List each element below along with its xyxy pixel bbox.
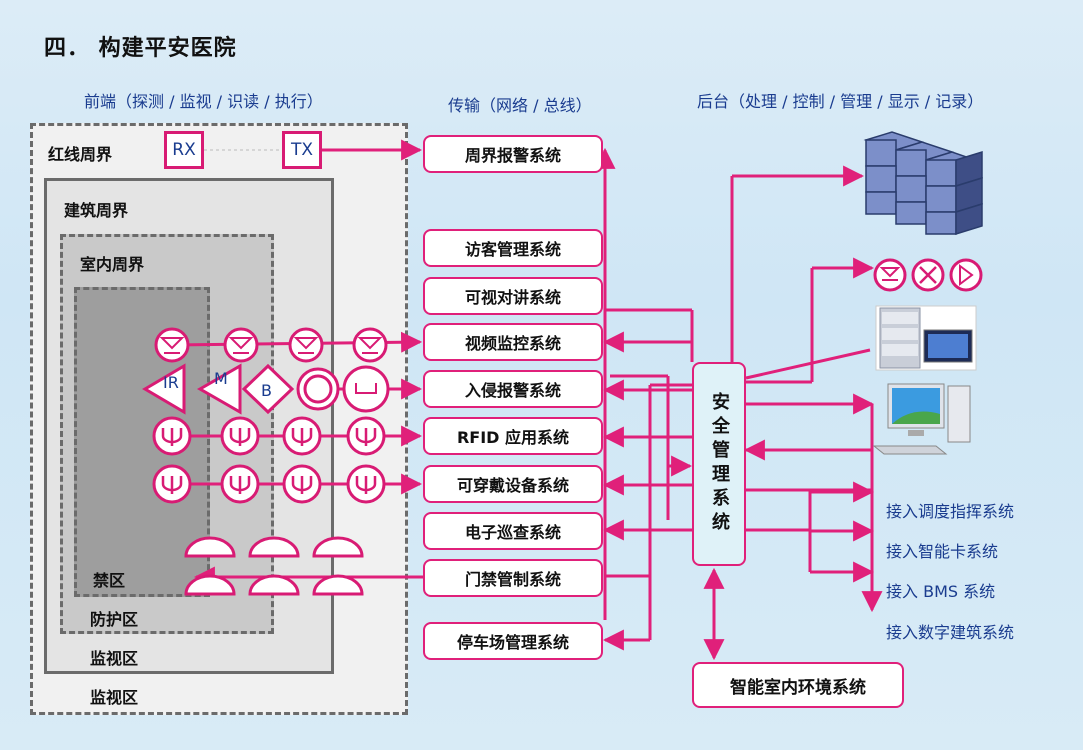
camera-icon <box>223 327 259 363</box>
ir-sensor-icon <box>142 363 186 415</box>
access-bms: 接入 BMS 系统 <box>886 582 996 601</box>
rx-sensor: RX <box>164 131 204 169</box>
system-visitor-management: 访客管理系统 <box>423 229 603 267</box>
zone-label-indoor: 室内周界 <box>80 255 145 274</box>
header-backend: 后台（处理 / 控制 / 管理 / 显示 / 记录） <box>697 92 984 111</box>
stop-icon <box>911 258 945 292</box>
camera-icon <box>352 327 388 363</box>
rfid-readers <box>152 416 386 504</box>
server-icon <box>875 305 977 371</box>
camera-icon <box>154 327 190 363</box>
intrusion-sensors <box>142 363 390 415</box>
zone-label-monitor-inner: 监视区 <box>90 649 139 668</box>
access-digital-building: 接入数字建筑系统 <box>886 623 1015 642</box>
b-label: B <box>261 381 272 400</box>
b-sensor-icon <box>241 363 295 415</box>
system-patrol: 电子巡查系统 <box>423 512 603 550</box>
header-front: 前端（探测 / 监视 / 识读 / 执行） <box>84 92 323 111</box>
system-perimeter-alarm: 周界报警系统 <box>423 135 603 173</box>
m-sensor-icon <box>196 363 242 415</box>
smart-indoor-environment-system: 智能室内环境系统 <box>692 662 904 708</box>
record-icon <box>873 258 907 292</box>
header-transport: 传输（网络 / 总线） <box>448 96 592 115</box>
system-parking: 停车场管理系统 <box>423 622 603 660</box>
workstation-icon <box>872 383 971 455</box>
system-wearable: 可穿戴设备系统 <box>423 465 603 503</box>
zone-label-protection: 防护区 <box>90 610 139 629</box>
play-icon <box>949 258 983 292</box>
zone-label-monitor-outer: 监视区 <box>90 688 139 707</box>
zone-label-red-line: 红线周界 <box>48 145 113 164</box>
zone-label-building: 建筑周界 <box>64 201 129 220</box>
security-management-system: 安全管理系统 <box>692 362 746 566</box>
access-smart-card: 接入智能卡系统 <box>886 542 999 561</box>
camera-icon <box>288 327 324 363</box>
access-dispatch: 接入调度指挥系统 <box>886 502 1015 521</box>
page-title: 四． 构建平安医院 <box>44 36 237 61</box>
access-readers <box>184 536 364 596</box>
m-label: M <box>214 369 228 388</box>
glass-break-icon <box>342 365 390 413</box>
system-access-control: 门禁管制系统 <box>423 559 603 597</box>
tx-sensor: TX <box>282 131 322 169</box>
system-video-intercom: 可视对讲系统 <box>423 277 603 315</box>
camera-sensors <box>154 327 388 363</box>
system-rfid: RFID 应用系统 <box>423 417 603 455</box>
system-video-surveillance: 视频监控系统 <box>423 323 603 361</box>
ir-label: IR <box>163 373 179 392</box>
system-intrusion-alarm: 入侵报警系统 <box>423 370 603 408</box>
video-wall-icon <box>863 131 983 236</box>
zone-label-forbidden: 禁区 <box>93 571 126 590</box>
